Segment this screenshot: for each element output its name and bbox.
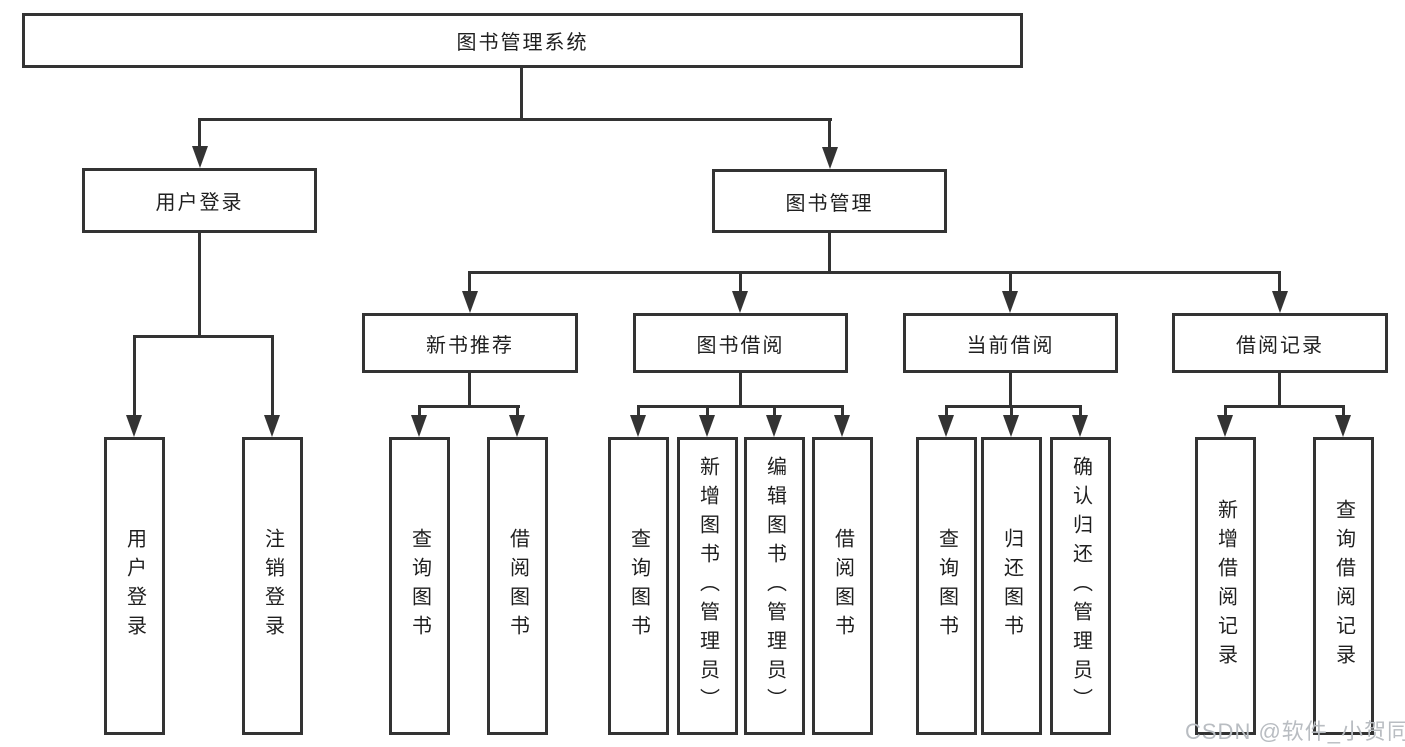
leaf-label: 查询图书: [408, 528, 431, 644]
leaf-label: 编辑图书（管理员）: [763, 455, 786, 717]
connector-line: [133, 335, 136, 415]
leaf-confirm-return-admin: 确认归还（管理员）: [1050, 437, 1111, 735]
connector-line: [468, 271, 471, 293]
connector-line: [418, 405, 520, 408]
leaf-label: 查询借阅记录: [1332, 499, 1355, 673]
connector-line: [945, 405, 948, 417]
node-new-book-recommend: 新书推荐: [362, 313, 578, 373]
node-label: 新书推荐: [426, 334, 514, 357]
arrow-down-icon: [1002, 291, 1018, 313]
arrow-down-icon: [1335, 415, 1351, 437]
leaf-label: 查询图书: [935, 528, 958, 644]
node-library-system: 图书管理系统: [22, 13, 1023, 68]
connector-line: [1278, 271, 1281, 293]
connector-line: [1009, 271, 1012, 293]
leaf-return-books: 归还图书: [981, 437, 1042, 735]
leaf-query-books-borrowing: 查询图书: [608, 437, 669, 735]
leaf-label: 用户登录: [123, 528, 146, 644]
arrow-down-icon: [411, 415, 427, 437]
connector-line: [841, 405, 844, 417]
arrow-down-icon: [732, 291, 748, 313]
leaf-logout: 注销登录: [242, 437, 303, 735]
arrow-down-icon: [1272, 291, 1288, 313]
arrow-down-icon: [126, 415, 142, 437]
connector-line: [637, 405, 844, 408]
arrow-down-icon: [630, 415, 646, 437]
connector-line: [1009, 373, 1012, 407]
connector-line: [739, 373, 742, 407]
node-book-management: 图书管理: [712, 169, 947, 233]
arrow-down-icon: [1217, 415, 1233, 437]
arrow-down-icon: [938, 415, 954, 437]
arrow-down-icon: [822, 147, 838, 169]
leaf-add-books-admin: 新增图书（管理员）: [677, 437, 738, 735]
node-label: 用户登录: [155, 192, 244, 214]
arrow-down-icon: [699, 415, 715, 437]
node-book-borrowing: 图书借阅: [633, 313, 848, 373]
leaf-query-books-current: 查询图书: [916, 437, 977, 735]
arrow-down-icon: [462, 291, 478, 313]
arrow-down-icon: [264, 415, 280, 437]
connector-line: [828, 118, 831, 147]
leaf-label: 查询图书: [627, 528, 650, 644]
connector-line: [1224, 405, 1345, 408]
connector-line: [468, 373, 471, 407]
leaf-label: 确认归还（管理员）: [1069, 455, 1092, 717]
node-current-borrowing: 当前借阅: [903, 313, 1118, 373]
connector-line: [1079, 405, 1082, 417]
csdn-watermark: CSDN @软件_小贺同学: [1185, 719, 1405, 744]
arrow-down-icon: [192, 146, 208, 168]
node-label: 借阅记录: [1236, 334, 1324, 357]
connector-line: [1342, 405, 1345, 417]
node-label: 图书管理: [785, 192, 874, 215]
node-label: 图书借阅: [696, 334, 785, 357]
leaf-label: 借阅图书: [831, 528, 854, 644]
connector-line: [516, 405, 519, 417]
leaf-label: 归还图书: [1000, 528, 1023, 644]
connector-line: [945, 405, 1082, 408]
node-label: 当前借阅: [966, 334, 1055, 357]
leaf-label: 借阅图书: [506, 528, 529, 644]
connector-line: [1224, 405, 1227, 417]
connector-line: [198, 233, 201, 337]
arrow-down-icon: [1072, 415, 1088, 437]
connector-line: [520, 68, 523, 118]
node-user-login: 用户登录: [82, 168, 317, 233]
connector-line: [198, 118, 201, 146]
connector-line: [271, 335, 274, 415]
connector-line: [828, 233, 831, 273]
connector-line: [198, 118, 832, 121]
connector-line: [1278, 373, 1281, 407]
leaf-label: 新增借阅记录: [1214, 499, 1237, 673]
connector-line: [468, 271, 1281, 274]
connector-line: [739, 271, 742, 293]
connector-line: [418, 405, 421, 417]
leaf-add-borrow-record: 新增借阅记录: [1195, 437, 1256, 735]
leaf-borrow-books-recommend: 借阅图书: [487, 437, 548, 735]
connector-line: [133, 335, 274, 338]
leaf-user-login: 用户登录: [104, 437, 165, 735]
leaf-query-books-recommend: 查询图书: [389, 437, 450, 735]
leaf-label: 新增图书（管理员）: [696, 455, 719, 717]
leaf-label: 注销登录: [261, 528, 284, 644]
arrow-down-icon: [766, 415, 782, 437]
leaf-query-borrow-record: 查询借阅记录: [1313, 437, 1374, 735]
node-label: 图书管理系统: [456, 32, 589, 54]
leaf-borrow-books: 借阅图书: [812, 437, 873, 735]
connector-line: [706, 405, 709, 417]
node-borrowing-records: 借阅记录: [1172, 313, 1388, 373]
leaf-edit-books-admin: 编辑图书（管理员）: [744, 437, 805, 735]
connector-line: [637, 405, 640, 417]
arrow-down-icon: [834, 415, 850, 437]
arrow-down-icon: [1003, 415, 1019, 437]
connector-line: [1010, 405, 1013, 417]
connector-line: [773, 405, 776, 417]
arrow-down-icon: [509, 415, 525, 437]
